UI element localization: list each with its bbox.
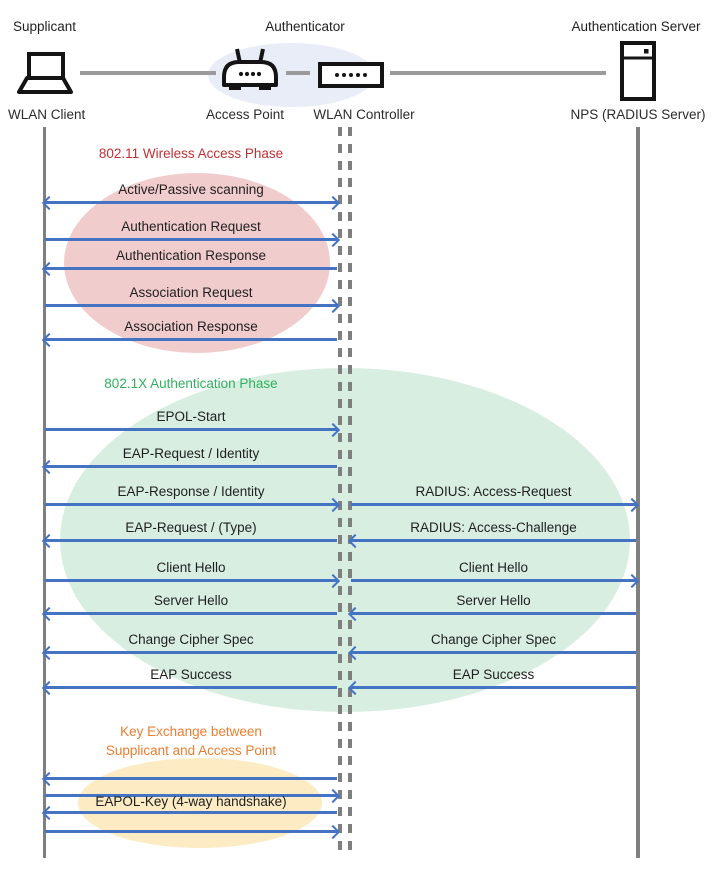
arrow-left-icon	[351, 651, 636, 654]
lifeline-auth-server	[636, 127, 640, 858]
message-label: Authentication Response	[115, 248, 267, 263]
phase-title-key-line2: Supplicant and Access Point	[105, 743, 277, 758]
message-label: EAP-Request / (Type)	[125, 520, 257, 535]
phase-title-dot1x: 802.1X Authentication Phase	[104, 376, 278, 391]
message-label: Server Hello	[456, 593, 531, 608]
arrow-left-icon	[45, 686, 337, 689]
link-ap-controller	[286, 71, 310, 75]
link-client-ap	[80, 71, 216, 75]
message-label: Association Request	[129, 285, 253, 300]
message-label: Client Hello	[458, 560, 529, 575]
arrow-left-icon	[45, 612, 337, 615]
device-access-point: Access Point	[205, 107, 285, 122]
arrow-left-icon	[351, 686, 636, 689]
arrow-left-icon	[45, 267, 337, 270]
message-label: Client Hello	[156, 560, 226, 575]
arrow-right-icon	[45, 503, 337, 506]
message-label: Association Response	[124, 319, 258, 334]
message-label: EAPOL-Key (4-way handshake)	[95, 794, 287, 809]
arrow-left-icon	[351, 539, 636, 542]
arrow-right-icon	[45, 428, 337, 431]
arrow-right-icon	[351, 503, 636, 506]
role-supplicant: Supplicant	[13, 19, 77, 34]
arrow-left-icon	[45, 539, 337, 542]
wlan-controller-icon	[318, 62, 384, 88]
message-label: RADIUS: Access-Request	[415, 484, 572, 499]
arrow-left-icon	[45, 465, 337, 468]
message-label: Server Hello	[153, 593, 229, 608]
phase-title-wireless: 802.11 Wireless Access Phase	[98, 146, 284, 161]
message-label: EAP-Response / Identity	[117, 484, 265, 499]
message-label: RADIUS: Access-Challenge	[410, 520, 577, 535]
phase-title-key-line1: Key Exchange between	[120, 724, 262, 739]
device-wlan-client: WLAN Client	[8, 107, 86, 122]
device-wlan-controller: WLAN Controller	[313, 107, 415, 122]
message-label: EAP-Request / Identity	[122, 446, 260, 461]
key-exchange-ellipse	[78, 758, 322, 848]
message-label: Change Cipher Spec	[128, 632, 254, 647]
message-label: EAP Success	[452, 667, 535, 682]
message-label: EAP Success	[150, 667, 232, 682]
lifeline-authenticator-b	[348, 127, 352, 858]
arrow-right-icon	[45, 830, 337, 833]
arrow-right-icon	[45, 579, 337, 582]
access-point-icon	[220, 47, 280, 93]
laptop-icon	[12, 50, 78, 98]
arrow-left-icon	[45, 777, 337, 780]
server-icon	[619, 41, 657, 101]
lifeline-supplicant	[43, 127, 46, 858]
arrow-left-icon	[45, 811, 337, 814]
message-label: Change Cipher Spec	[430, 632, 557, 647]
arrow-right-icon	[45, 304, 337, 307]
role-authenticator: Authenticator	[265, 19, 345, 34]
arrow-left-icon	[45, 651, 337, 654]
phase-title-key-exchange: Key Exchange between Supplicant and Acce…	[45, 722, 337, 760]
lifeline-authenticator-a	[338, 127, 342, 858]
message-label: Active/Passive scanning	[118, 182, 264, 197]
link-controller-server	[390, 71, 606, 75]
arrow-left-icon	[351, 612, 636, 615]
arrow-both-icon	[45, 201, 337, 204]
role-auth-server: Authentication Server	[571, 19, 701, 34]
arrow-right-icon	[45, 238, 337, 241]
device-nps: NPS (RADIUS Server)	[570, 107, 706, 122]
arrow-right-icon	[351, 579, 636, 582]
arrow-right-icon	[45, 794, 337, 797]
message-label: EPOL-Start	[156, 409, 226, 424]
arrow-left-icon	[45, 338, 337, 341]
message-label: Authentication Request	[121, 219, 261, 234]
